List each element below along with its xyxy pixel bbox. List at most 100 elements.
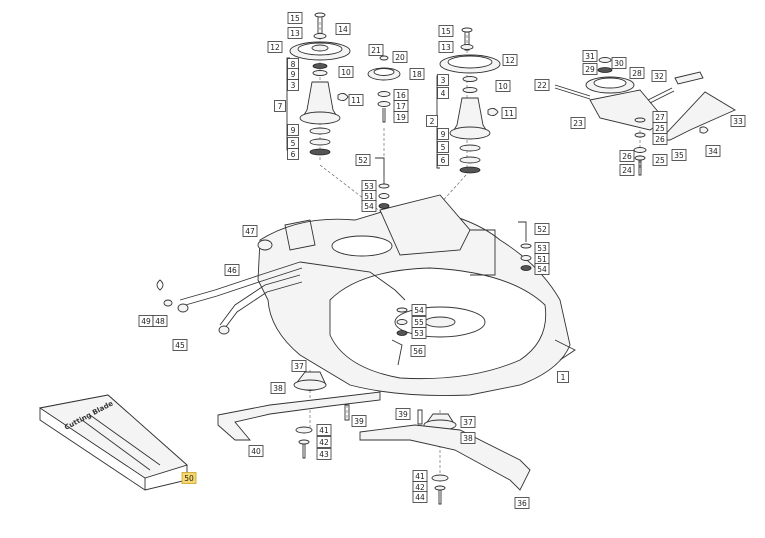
callout-number: 7 xyxy=(278,102,283,111)
callout-13: 13 xyxy=(438,41,454,53)
callout-17: 17 xyxy=(393,100,409,112)
callout-37: 37 xyxy=(460,416,476,428)
callout-box xyxy=(501,107,517,119)
callout-2: 2 xyxy=(426,115,438,127)
callout-number: 25 xyxy=(655,124,665,133)
callout-46: 46 xyxy=(224,264,240,276)
callout-box xyxy=(287,27,303,39)
belt-tensioner-assembly xyxy=(554,57,736,176)
callout-number: 41 xyxy=(415,472,425,481)
callout-number: 13 xyxy=(290,29,300,38)
callout-number: 55 xyxy=(414,318,424,327)
callout-number: 37 xyxy=(463,418,473,427)
callout-box xyxy=(224,264,240,276)
callout-number: 22 xyxy=(537,81,547,90)
deflector-rods xyxy=(375,157,532,366)
callout-number: 2 xyxy=(430,117,435,126)
callout-25: 25 xyxy=(652,154,668,166)
callout-number: 33 xyxy=(733,117,743,126)
callout-number: 36 xyxy=(517,499,527,508)
callout-box xyxy=(242,225,258,237)
callout-box xyxy=(460,416,476,428)
callout-number: 54 xyxy=(537,265,547,274)
callout-4: 4 xyxy=(437,87,449,99)
callout-number: 13 xyxy=(441,43,451,52)
callout-box xyxy=(412,491,428,503)
callout-number: 15 xyxy=(441,27,451,36)
callout-38: 38 xyxy=(460,432,476,444)
callout-51: 51 xyxy=(534,253,550,265)
callout-box xyxy=(361,200,377,212)
callout-number: 47 xyxy=(245,227,255,236)
callout-number: 51 xyxy=(537,255,547,264)
callout-box xyxy=(270,382,286,394)
callout-27: 27 xyxy=(652,111,668,123)
callout-number: 1 xyxy=(561,373,566,382)
callout-number: 26 xyxy=(655,135,665,144)
callout-box xyxy=(534,223,550,235)
idler-pulley-assembly xyxy=(367,55,401,123)
callout-box xyxy=(652,133,668,145)
callout-box xyxy=(437,154,449,166)
callout-box xyxy=(534,79,550,91)
callout-box xyxy=(411,327,427,339)
callout-19: 19 xyxy=(393,111,409,123)
callout-box xyxy=(267,41,283,53)
callout-47: 47 xyxy=(242,225,258,237)
callout-41: 41 xyxy=(412,470,428,482)
callout-box xyxy=(348,94,364,106)
callout-box xyxy=(651,70,667,82)
callout-number: 4 xyxy=(441,89,446,98)
callout-box xyxy=(410,345,426,357)
callout-box xyxy=(437,87,449,99)
callout-box xyxy=(570,117,586,129)
callout-number: 45 xyxy=(175,341,185,350)
callout-number: 12 xyxy=(505,56,515,65)
callout-number: 43 xyxy=(319,450,329,459)
callout-number: 50 xyxy=(184,474,194,483)
cutting-blade-box: Cutting Blade xyxy=(38,394,188,491)
callout-box xyxy=(274,100,286,112)
callout-box xyxy=(316,424,332,436)
callout-number: 19 xyxy=(396,113,406,122)
callout-box xyxy=(368,44,384,56)
callout-box xyxy=(351,415,367,427)
callout-number: 18 xyxy=(412,70,422,79)
callout-39: 39 xyxy=(395,408,411,420)
callout-5: 5 xyxy=(287,137,299,149)
callout-35: 35 xyxy=(671,149,687,161)
height-adjust-linkage xyxy=(156,239,406,335)
callout-3: 3 xyxy=(287,79,299,91)
callout-number: 5 xyxy=(291,139,296,148)
callout-number: 31 xyxy=(585,52,595,61)
callout-number: 48 xyxy=(155,317,165,326)
callout-number: 34 xyxy=(708,147,718,156)
callout-9: 9 xyxy=(287,68,299,80)
callout-25: 25 xyxy=(652,122,668,134)
callout-box xyxy=(730,115,746,127)
callout-box xyxy=(582,50,598,62)
callout-10: 10 xyxy=(338,66,354,78)
callout-layer: 1514131281093117956212018161719151312310… xyxy=(138,12,746,509)
callout-38: 38 xyxy=(270,382,286,394)
callout-box xyxy=(619,150,635,162)
callout-33: 33 xyxy=(730,115,746,127)
callout-number: 10 xyxy=(341,68,351,77)
callout-7: 7 xyxy=(274,100,286,112)
callout-28: 28 xyxy=(629,67,645,79)
callout-26: 26 xyxy=(652,133,668,145)
callout-number: 53 xyxy=(414,329,424,338)
callout-34: 34 xyxy=(705,145,721,157)
callout-53: 53 xyxy=(411,327,427,339)
callout-16: 16 xyxy=(393,89,409,101)
callout-36: 36 xyxy=(514,497,530,509)
callout-number: 49 xyxy=(141,317,151,326)
callout-number: 10 xyxy=(498,82,508,91)
callout-number: 54 xyxy=(364,202,374,211)
callout-32: 32 xyxy=(651,70,667,82)
callout-number: 20 xyxy=(395,53,405,62)
callout-43: 43 xyxy=(316,448,332,460)
callout-number: 42 xyxy=(319,438,329,447)
callout-number: 8 xyxy=(291,60,296,69)
callout-box xyxy=(611,57,627,69)
